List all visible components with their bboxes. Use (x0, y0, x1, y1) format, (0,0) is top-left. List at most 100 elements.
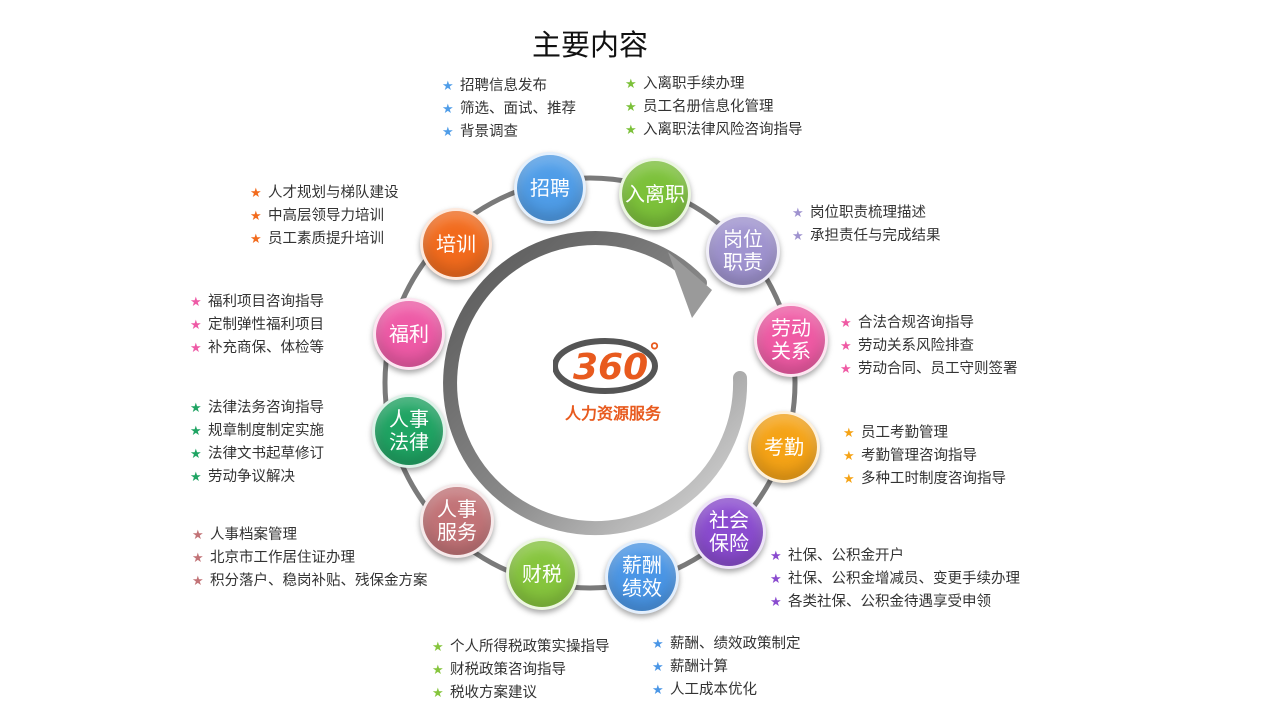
star-icon: ★ (250, 232, 262, 247)
star-icon: ★ (652, 637, 664, 652)
bullet-item: ★ 劳动关系风险排查 (840, 335, 1018, 358)
star-icon: ★ (843, 449, 855, 464)
bullet-item: ★劳动合同、员工守则签署 (840, 358, 1018, 381)
bullet-text: 福利项目咨询指导 (208, 294, 324, 310)
bullet-text: 税收方案建议 (450, 685, 537, 701)
logo-360: 360 ° (552, 333, 673, 399)
node-law[interactable]: 人事 法律 (372, 394, 446, 468)
node-label: 人事 法律 (389, 407, 429, 454)
bullet-list-welfare: ★ 福利项目咨询指导 ★ 定制弹性福利项目 ★ 补充商保、体检等 (190, 291, 324, 360)
bullet-text: 承担责任与完成结果 (810, 228, 941, 244)
node-label: 入离职 (625, 181, 685, 206)
node-label: 考勤 (764, 434, 804, 459)
node-hrsvc[interactable]: 人事 服务 (420, 484, 494, 558)
bullet-list-recruit: ★招聘信息发布★筛选、面试、推荐★背景调查 (442, 75, 576, 144)
node-welfare[interactable]: 福利 (373, 298, 445, 370)
logo-degree: ° (649, 340, 660, 365)
bullet-item: ★ 人才规划与梯队建设 (250, 182, 399, 205)
star-icon: ★ (190, 424, 202, 439)
bullet-text: 薪酬计算 (670, 659, 728, 675)
bullet-list-salary: ★薪酬、绩效政策制定★薪酬计算★人工成本优化 (652, 633, 801, 702)
star-icon: ★ (190, 318, 202, 333)
star-icon: ★ (442, 102, 454, 117)
bullet-item: ★ 员工素质提升培训 (250, 228, 399, 251)
bullet-item: ★各类社保、公积金待遇享受申领 (770, 591, 1020, 614)
star-icon: ★ (770, 572, 782, 587)
bullet-text: 招聘信息发布 (460, 78, 547, 94)
bullet-item: ★筛选、面试、推荐 (442, 98, 576, 121)
star-icon: ★ (843, 472, 855, 487)
bullet-text: 积分落户、稳岗补贴、残保金方案 (210, 573, 428, 589)
bullet-list-duty: ★岗位职责梳理描述★承担责任与完成结果 (792, 202, 941, 248)
node-onboard[interactable]: 入离职 (619, 158, 691, 230)
bullet-item: ★北京市工作居住证办理 (192, 547, 428, 570)
node-train[interactable]: 培训 (420, 208, 492, 280)
bullet-item: ★员工名册信息化管理 (625, 96, 803, 119)
bullet-text: 多种工时制度咨询指导 (861, 471, 1006, 487)
bullet-text: 财税政策咨询指导 (450, 662, 566, 678)
star-icon: ★ (442, 79, 454, 94)
bullet-text: 岗位职责梳理描述 (810, 205, 926, 221)
bullet-text: 入离职法律风险咨询指导 (643, 122, 803, 138)
outer-ring-line (382, 175, 798, 591)
star-icon: ★ (625, 123, 637, 138)
bullet-text: 员工名册信息化管理 (643, 99, 774, 115)
star-icon: ★ (190, 341, 202, 356)
bullet-list-labor: ★合法合规咨询指导 ★ 劳动关系风险排查 ★劳动合同、员工守则签署 (840, 312, 1018, 381)
star-icon: ★ (652, 683, 664, 698)
bullet-list-law: ★法律法务咨询指导★规章制度制定实施★法律文书起草修订★劳动争议解决 (190, 397, 324, 489)
bullet-item: ★入离职手续办理 (625, 73, 803, 96)
star-icon: ★ (792, 229, 804, 244)
star-icon: ★ (190, 470, 202, 485)
bullet-item: ★ 人工成本优化 (652, 679, 801, 702)
bullet-item: ★法律文书起草修订 (190, 443, 324, 466)
bullet-text: 考勤管理咨询指导 (861, 448, 977, 464)
star-icon: ★ (192, 551, 204, 566)
bullet-item: ★社保、公积金开户 (770, 545, 1020, 568)
bullet-text: 定制弹性福利项目 (208, 317, 324, 333)
node-label: 薪酬 绩效 (622, 553, 662, 600)
bullet-item: ★ 个人所得税政策实操指导 (432, 636, 610, 659)
node-attend[interactable]: 考勤 (748, 411, 820, 483)
bullet-text: 个人所得税政策实操指导 (450, 639, 610, 655)
node-social[interactable]: 社会 保险 (692, 495, 766, 569)
logo-tagline: 人力资源服务 (564, 404, 661, 423)
bullet-item: ★ 社保、公积金增减员、变更手续办理 (770, 568, 1020, 591)
star-icon: ★ (190, 401, 202, 416)
node-labor[interactable]: 劳动 关系 (754, 303, 828, 377)
bullet-item: ★员工考勤管理 (843, 422, 1006, 445)
star-icon: ★ (432, 640, 444, 655)
bullet-text: 法律法务咨询指导 (208, 400, 324, 416)
star-icon: ★ (770, 595, 782, 610)
bullet-text: 劳动关系风险排查 (858, 338, 974, 354)
bullet-list-onboard: ★入离职手续办理★员工名册信息化管理 ★ 入离职法律风险咨询指导 (625, 73, 803, 142)
bullet-item: ★积分落户、稳岗补贴、残保金方案 (192, 570, 428, 593)
bullet-item: ★ 入离职法律风险咨询指导 (625, 119, 803, 142)
bullet-text: 员工素质提升培训 (268, 231, 384, 247)
bullet-text: 中高层领导力培训 (268, 208, 384, 224)
bullet-item: ★ 考勤管理咨询指导 (843, 445, 1006, 468)
bullet-text: 人才规划与梯队建设 (268, 185, 399, 201)
bullet-list-social: ★社保、公积金开户★社保、公积金增减员、变更手续办理★各类社保、公积金待遇享受申… (770, 545, 1020, 614)
star-icon: ★ (770, 549, 782, 564)
node-recruit[interactable]: 招聘 (514, 152, 586, 224)
bullet-item: ★ 定制弹性福利项目 (190, 314, 324, 337)
star-icon: ★ (250, 186, 262, 201)
bullet-list-hrsvc: ★人事档案管理★北京市工作居住证办理★积分落户、稳岗补贴、残保金方案 (192, 524, 428, 593)
bullet-text: 补充商保、体检等 (208, 340, 324, 356)
star-icon: ★ (840, 339, 852, 354)
node-duty[interactable]: 岗位 职责 (706, 214, 780, 288)
node-tax[interactable]: 财税 (506, 538, 578, 610)
node-label: 劳动 关系 (771, 316, 811, 363)
bullet-item: ★税收方案建议 (432, 682, 610, 705)
bullet-item: ★ 补充商保、体检等 (190, 337, 324, 360)
star-icon: ★ (250, 209, 262, 224)
star-icon: ★ (190, 295, 202, 310)
bullet-item: ★ 招聘信息发布 (442, 75, 576, 98)
cycle-arc (443, 231, 748, 536)
bullet-text: 社保、公积金增减员、变更手续办理 (788, 571, 1020, 587)
bullet-item: ★劳动争议解决 (190, 466, 324, 489)
bullet-item: ★合法合规咨询指导 (840, 312, 1018, 335)
node-salary[interactable]: 薪酬 绩效 (605, 540, 679, 614)
bullet-text: 人工成本优化 (670, 682, 757, 698)
